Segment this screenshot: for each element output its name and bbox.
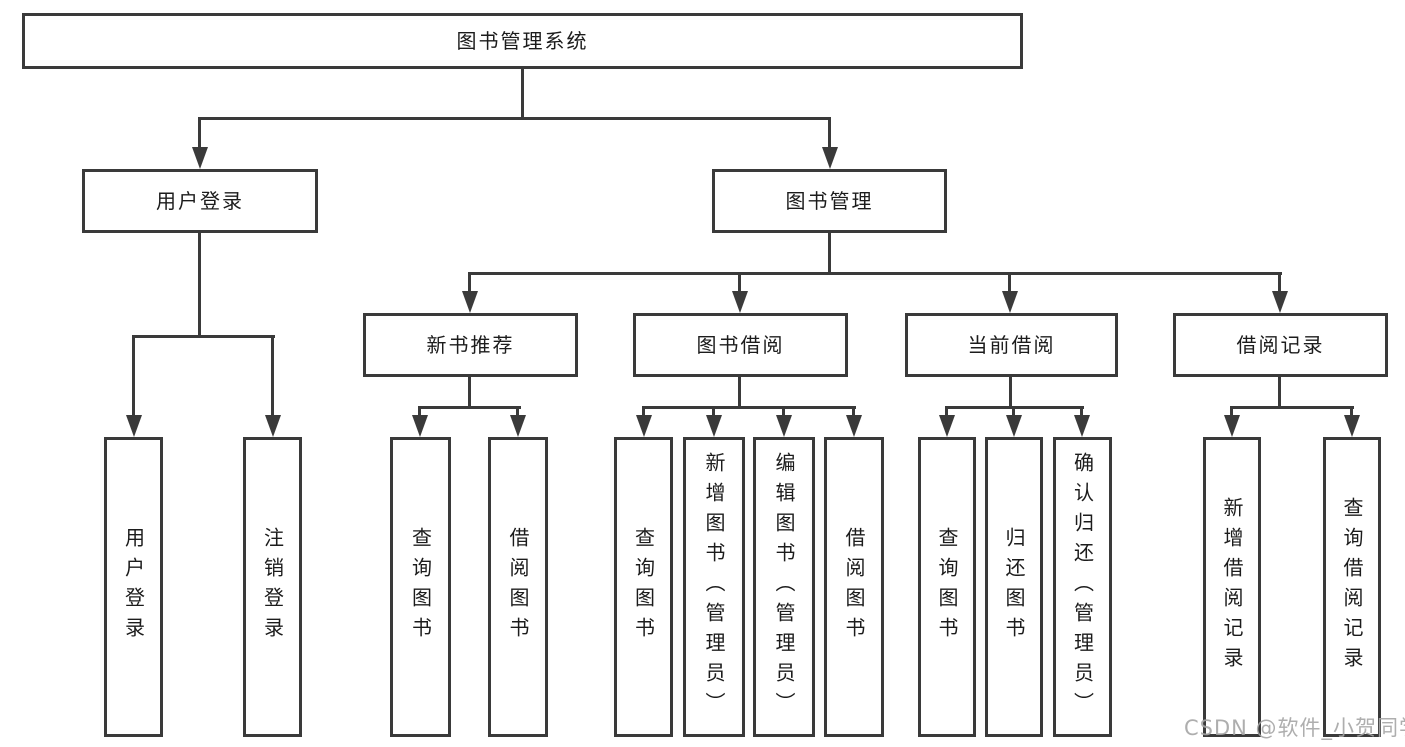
node-book-management: 图书管理: [712, 169, 947, 233]
arrow-down-icon: [510, 415, 526, 437]
leaf-confirm-return-admin: 确认归还（管理员）: [1053, 437, 1112, 737]
arrow-down-icon: [732, 291, 748, 313]
leaf-return-books: 归还图书: [985, 437, 1043, 737]
connector-rail: [642, 406, 856, 409]
connector-stub: [468, 377, 471, 409]
leaf-logout-login: 注销登录: [243, 437, 302, 737]
node-borrowing-records: 借阅记录: [1173, 313, 1388, 377]
connector-rail: [468, 272, 1282, 275]
arrow-down-icon: [939, 415, 955, 437]
arrow-down-icon: [412, 415, 428, 437]
arrow-down-icon: [462, 291, 478, 313]
arrow-down-icon: [822, 147, 838, 169]
connector-drop: [828, 117, 831, 149]
leaf-query-books-recommend: 查询图书: [390, 437, 451, 737]
arrow-down-icon: [126, 415, 142, 437]
connector-drop: [1350, 406, 1353, 417]
connector-drop: [1230, 406, 1233, 417]
arrow-down-icon: [776, 415, 792, 437]
connector-stub: [1009, 377, 1012, 409]
connector-stub: [1278, 377, 1281, 409]
connector-drop: [642, 406, 645, 417]
arrow-down-icon: [1002, 291, 1018, 313]
connector-drop: [782, 406, 785, 417]
node-library-system: 图书管理系统: [22, 13, 1023, 69]
connector-drop: [1012, 406, 1015, 417]
connector-drop: [271, 335, 274, 417]
connector-rail: [198, 117, 831, 120]
arrow-down-icon: [1006, 415, 1022, 437]
connector-stub: [521, 69, 524, 117]
leaf-query-borrow-record: 查询借阅记录: [1323, 437, 1381, 737]
connector-drop: [516, 406, 519, 417]
node-book-borrowing: 图书借阅: [633, 313, 848, 377]
connector-stub: [738, 377, 741, 409]
leaf-borrow-books-borrowing: 借阅图书: [824, 437, 884, 737]
leaf-user-login: 用户登录: [104, 437, 163, 737]
arrow-down-icon: [636, 415, 652, 437]
connector-drop: [1008, 272, 1011, 293]
leaf-borrow-books-recommend: 借阅图书: [488, 437, 548, 737]
leaf-query-books-borrowing: 查询图书: [614, 437, 673, 737]
arrow-down-icon: [1224, 415, 1240, 437]
connector-drop: [468, 272, 471, 293]
connector-drop: [1080, 406, 1083, 417]
connector-rail: [1230, 406, 1354, 409]
connector-stub: [828, 233, 831, 275]
connector-rail: [418, 406, 521, 409]
leaf-query-books-current: 查询图书: [918, 437, 976, 737]
arrow-down-icon: [706, 415, 722, 437]
node-user-login: 用户登录: [82, 169, 318, 233]
leaf-add-borrow-record: 新增借阅记录: [1203, 437, 1261, 737]
watermark: CSDN @软件_小贺同学: [1184, 716, 1405, 740]
connector-stub: [198, 233, 201, 338]
connector-drop: [1278, 272, 1281, 293]
leaf-add-books-admin: 新增图书（管理员）: [683, 437, 745, 737]
leaf-edit-books-admin: 编辑图书（管理员）: [753, 437, 815, 737]
node-new-book-recommendation: 新书推荐: [363, 313, 578, 377]
arrow-down-icon: [1344, 415, 1360, 437]
connector-drop: [132, 335, 135, 417]
connector-drop: [738, 272, 741, 293]
connector-drop: [712, 406, 715, 417]
arrow-down-icon: [1272, 291, 1288, 313]
connector-rail: [132, 335, 275, 338]
arrow-down-icon: [1074, 415, 1090, 437]
connector-drop: [198, 117, 201, 149]
arrow-down-icon: [265, 415, 281, 437]
connector-drop: [418, 406, 421, 417]
node-current-borrowing: 当前借阅: [905, 313, 1118, 377]
arrow-down-icon: [846, 415, 862, 437]
arrow-down-icon: [192, 147, 208, 169]
connector-drop: [852, 406, 855, 417]
connector-drop: [945, 406, 948, 417]
